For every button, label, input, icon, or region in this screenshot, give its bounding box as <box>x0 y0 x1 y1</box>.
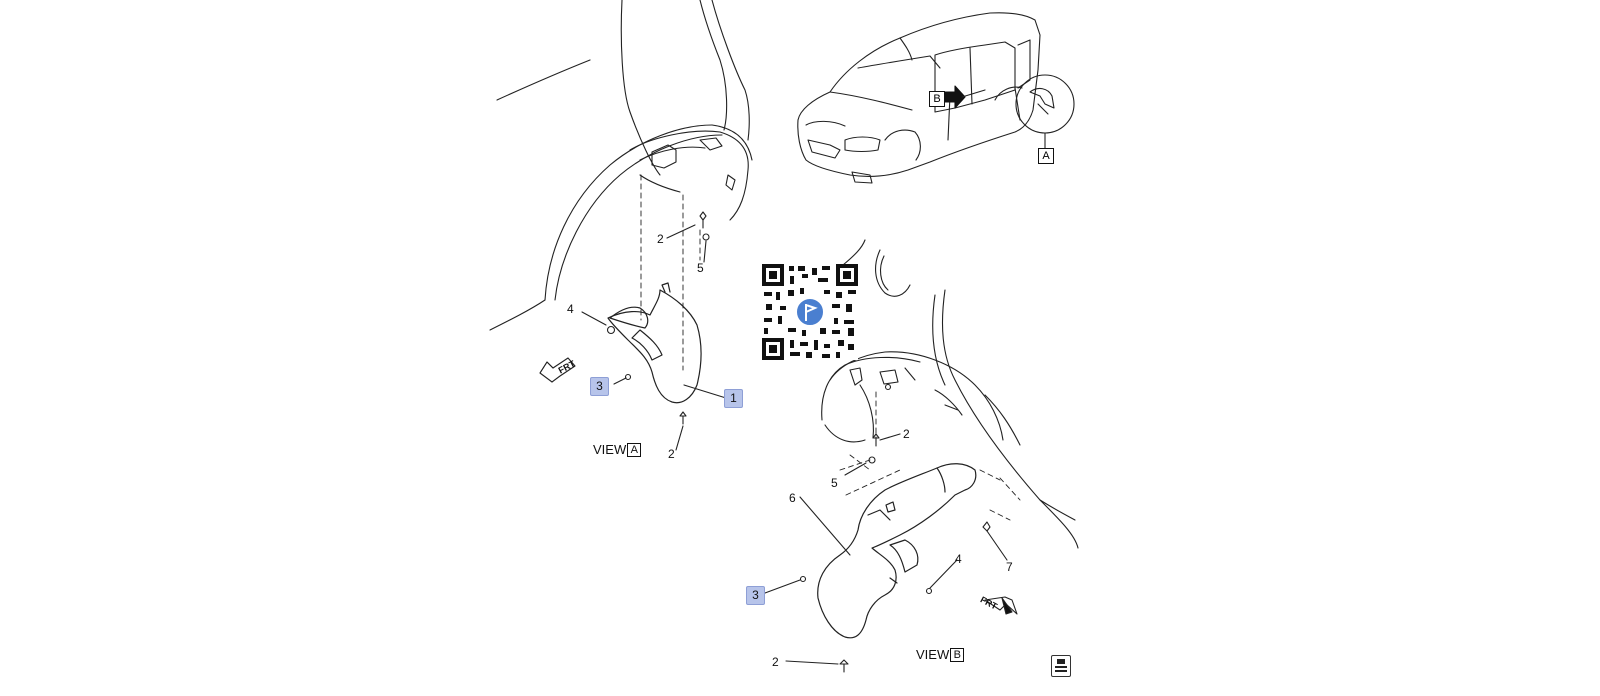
car-callout-b: B <box>929 91 945 107</box>
battery-icon-line-2 <box>1055 670 1067 672</box>
view-a-part-1 <box>607 282 702 404</box>
label-part-7: 7 <box>1006 560 1013 574</box>
frt-arrow-a <box>539 357 576 383</box>
label-part-3-view-a[interactable]: 3 <box>590 377 609 396</box>
label-part-2-view-b-bottom: 2 <box>772 655 779 669</box>
label-part-3-view-b[interactable]: 3 <box>746 586 765 605</box>
view-b-text: VIEW <box>916 647 950 662</box>
view-a-liner <box>629 130 749 221</box>
label-part-2-view-b-top: 2 <box>903 427 910 441</box>
view-b-dashes <box>839 391 1021 521</box>
label-part-4-view-a: 4 <box>567 302 574 316</box>
view-b-body-outline <box>842 239 1079 549</box>
car-illustration <box>797 12 1041 184</box>
label-part-5-view-b: 5 <box>831 476 838 490</box>
battery-icon-cap <box>1057 659 1065 664</box>
label-part-2-view-a-top: 2 <box>657 232 664 246</box>
view-a-letter: A <box>627 442 642 457</box>
label-part-4-view-b: 4 <box>955 552 962 566</box>
view-a-body-outline <box>489 0 753 331</box>
view-a-text: VIEW <box>593 442 627 457</box>
battery-icon <box>1051 655 1071 677</box>
car-detail-circle <box>1015 74 1075 149</box>
label-part-2-view-a-bottom: 2 <box>668 447 675 461</box>
car-arrow-b <box>944 85 966 109</box>
frt-arrow-b <box>984 596 1018 615</box>
view-b-fasteners <box>764 433 1008 673</box>
view-b-part-6 <box>817 463 977 639</box>
car-callout-a: A <box>1038 148 1054 164</box>
battery-icon-line-1 <box>1055 666 1067 668</box>
qr-code-icon <box>762 264 858 360</box>
label-part-1[interactable]: 1 <box>724 389 743 408</box>
view-b-letter: B <box>950 647 965 662</box>
view-a-dashes <box>640 174 701 371</box>
view-b-wheelhouse <box>821 351 1004 443</box>
label-part-5-view-a: 5 <box>697 261 704 275</box>
view-a-fasteners <box>581 211 727 451</box>
label-part-6: 6 <box>789 491 796 505</box>
